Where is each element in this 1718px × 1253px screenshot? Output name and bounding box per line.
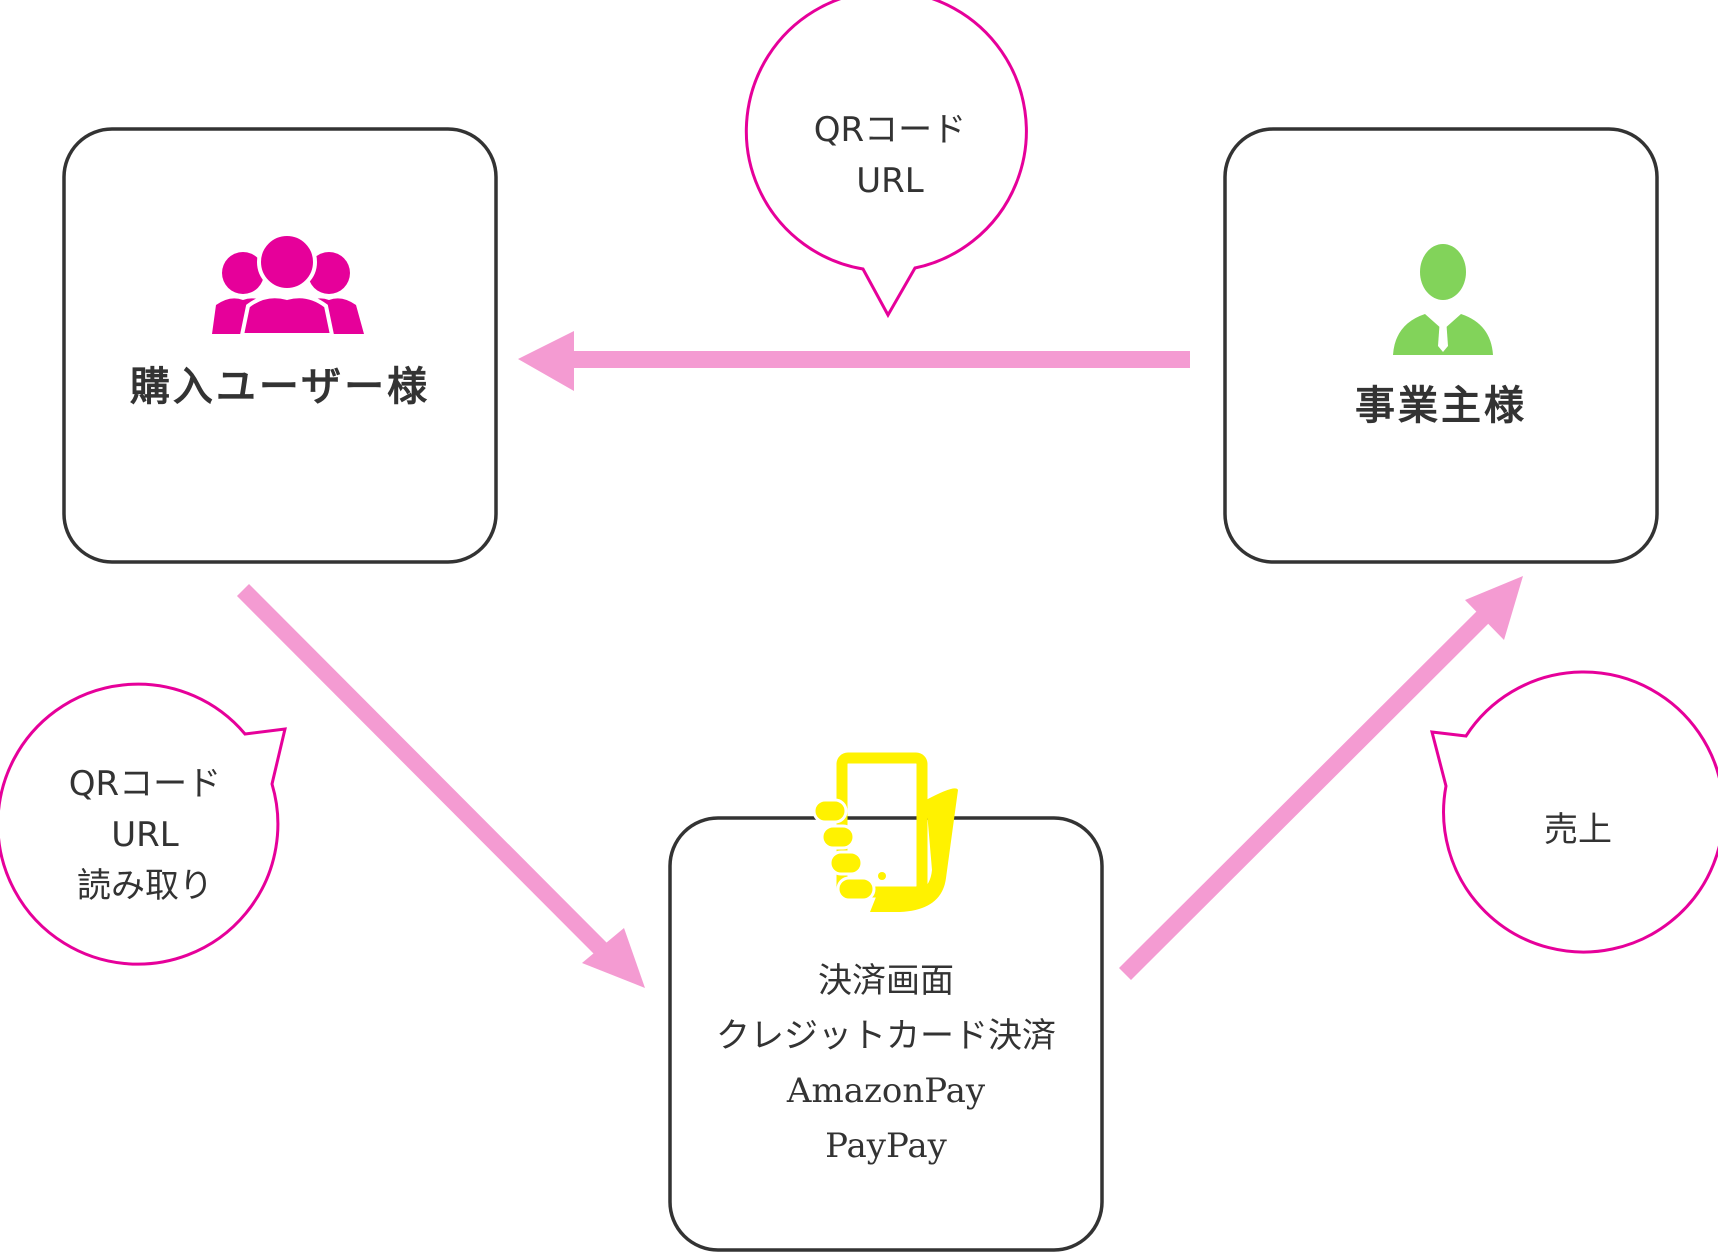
bubble-top-line-2: URL bbox=[856, 161, 924, 201]
bubble-left-text: QRコード URL 読み取り bbox=[0, 759, 290, 912]
arrow-merchant-to-buyer bbox=[518, 331, 1190, 391]
merchant-title: 事業主様 bbox=[1355, 383, 1527, 429]
payment-line-2: クレジットカード決済 bbox=[716, 1016, 1056, 1057]
bubble-left-line-2: URL bbox=[111, 815, 179, 855]
bubble-top bbox=[744, 0, 1028, 319]
bubble-left-line-1: QRコード bbox=[68, 764, 222, 804]
payment-box bbox=[668, 816, 1104, 1252]
buyer-box bbox=[62, 127, 498, 564]
bubble-left-line-3: 読み取り bbox=[77, 866, 213, 906]
payment-line-4: PayPay bbox=[825, 1126, 947, 1167]
bubble-left bbox=[0, 682, 287, 966]
businessman-icon bbox=[1393, 244, 1493, 355]
users-group-icon bbox=[212, 232, 364, 337]
bubble-right-line-1: 売上 bbox=[1544, 810, 1612, 850]
hand-holding-smartphone-icon bbox=[812, 752, 958, 912]
payment-line-1: 決済画面 bbox=[818, 961, 954, 1001]
bubble-right bbox=[1429, 670, 1718, 954]
bubble-top-text: QRコード URL bbox=[740, 105, 1040, 207]
bubble-right-text: 売上 bbox=[1433, 805, 1718, 856]
payment-line-3: AmazonPay bbox=[786, 1071, 986, 1112]
arrow-buyer-to-payment bbox=[236, 583, 645, 988]
bubble-top-line-1: QRコード bbox=[813, 110, 967, 150]
payment-text: 決済画面 クレジットカード決済 AmazonPay PayPay bbox=[670, 954, 1102, 1174]
buyer-title: 購入ユーザー様 bbox=[129, 364, 431, 410]
arrow-payment-to-merchant bbox=[1118, 576, 1523, 981]
